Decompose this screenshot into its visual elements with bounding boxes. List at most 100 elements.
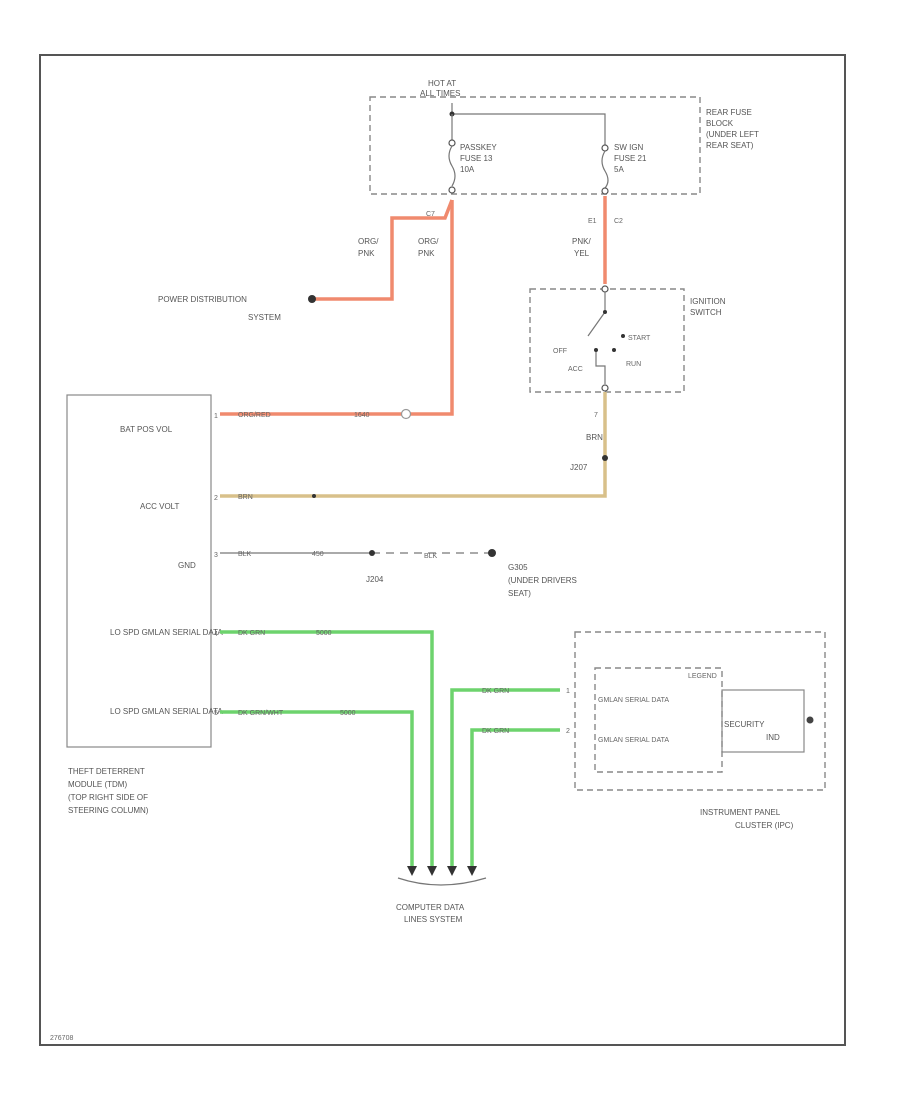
ipc-data-line-1: GMLAN SERIAL DATA bbox=[598, 697, 669, 704]
diagram-code: 276708 bbox=[50, 1035, 73, 1042]
data2-wire-color-label: DK GRN/WHT bbox=[238, 710, 284, 717]
fuse2-element-icon bbox=[601, 150, 609, 189]
ipc-caption-1: INSTRUMENT PANEL bbox=[700, 808, 781, 817]
ipc2-wire-color-label: DK GRN bbox=[482, 728, 509, 735]
data-arrow-1 bbox=[407, 866, 417, 876]
module-pin-data1-label-1: LO SPD GMLAN SERIAL DATA bbox=[110, 628, 223, 637]
theft-deterrent-module-box bbox=[66, 394, 212, 748]
wire-label-org-pnk-right-2: PNK bbox=[418, 249, 435, 258]
data-arrow-4 bbox=[467, 866, 477, 876]
acc-wire-inline-dot bbox=[312, 494, 316, 498]
ignition-start-label: START bbox=[628, 335, 651, 342]
computer-data-label-2: LINES SYSTEM bbox=[404, 915, 463, 924]
rear-fuse-block-label-3: (UNDER LEFT bbox=[706, 130, 759, 139]
splice-j204-dot bbox=[369, 550, 375, 556]
wire-label-brn: BRN bbox=[586, 433, 603, 442]
ignition-off-label: OFF bbox=[553, 348, 567, 355]
gnd-wire-circuit-label: 450 bbox=[312, 551, 324, 558]
ignition-switch-blade-icon bbox=[587, 311, 606, 337]
ipc-pin-2-num: 2 bbox=[566, 728, 570, 735]
ipc-data-line-2: GMLAN SERIAL DATA bbox=[598, 737, 669, 744]
rear-fuse-block-label-1: REAR FUSE bbox=[706, 108, 752, 117]
security-indicator-label-2: IND bbox=[766, 733, 780, 742]
rear-fuse-block-label-4: REAR SEAT) bbox=[706, 141, 754, 150]
wire-dk-grn-data1 bbox=[220, 630, 434, 868]
splice-j207-label: J207 bbox=[570, 463, 588, 472]
fuse1-label-3: 10A bbox=[460, 165, 475, 174]
rear-fuse-block-label-2: BLOCK bbox=[706, 119, 734, 128]
module-pin-bat-pos-label: BAT POS VOL bbox=[120, 425, 173, 434]
ground-location-label-2: SEAT) bbox=[508, 589, 531, 598]
wire-label-org-pnk-left-2: PNK bbox=[358, 249, 375, 258]
ground-location-label-1: (UNDER DRIVERS bbox=[508, 576, 577, 585]
ipc-module-outline bbox=[594, 667, 723, 773]
computer-data-label-1: COMPUTER DATA bbox=[396, 903, 465, 912]
module-pin-data2-label-1: LO SPD GMLAN SERIAL DATA bbox=[110, 707, 223, 716]
bat-wire-inline-connector bbox=[400, 408, 412, 420]
power-distribution-dot bbox=[308, 295, 316, 303]
module-pin-acc-volt-label: ACC VOLT bbox=[140, 502, 180, 511]
fuse1-bottom-terminal bbox=[448, 186, 456, 194]
ignition-switch-label-1: IGNITION bbox=[690, 297, 726, 306]
computer-data-bracket bbox=[397, 877, 487, 886]
hot-at-label-1: HOT AT bbox=[428, 79, 456, 88]
wire-dk-grn-wht-data2 bbox=[220, 710, 414, 868]
ground-g305-dot bbox=[488, 549, 496, 557]
connector-c7-label: C7 bbox=[426, 211, 435, 218]
module-pin-1-num: 1 bbox=[214, 413, 218, 420]
wire-label-pnk-yel-2: YEL bbox=[574, 249, 590, 258]
ignition-run-contact bbox=[612, 348, 616, 352]
module-pin-gnd-label: GND bbox=[178, 561, 196, 570]
acc-wire-color-label: BRN bbox=[238, 494, 253, 501]
ipc1-wire-color-label: DK GRN bbox=[482, 688, 509, 695]
ignition-switch-label-2: SWITCH bbox=[690, 308, 722, 317]
ignition-output-terminal bbox=[601, 384, 609, 392]
rear-fuse-block-outline bbox=[369, 96, 701, 195]
data2-wire-circuit-label: 5000 bbox=[340, 710, 356, 717]
wire-dk-grn-ipc1 bbox=[450, 688, 560, 868]
ignition-start-contact bbox=[621, 334, 625, 338]
module-caption-3: (TOP RIGHT SIDE OF bbox=[68, 793, 148, 802]
fuse2-label-1: SW IGN bbox=[614, 143, 644, 152]
security-indicator-label-1: SECURITY bbox=[724, 720, 765, 729]
splice-j204-label: J204 bbox=[366, 575, 384, 584]
gnd-wire2-color-label: BLK bbox=[424, 553, 438, 560]
data-arrow-3 bbox=[447, 866, 457, 876]
splice-j207-dot bbox=[602, 455, 608, 461]
module-caption-4: STEERING COLUMN) bbox=[68, 806, 149, 815]
ipc-outline bbox=[574, 631, 826, 791]
fuse2-top-terminal bbox=[601, 144, 609, 152]
ipc-caption-2: CLUSTER (IPC) bbox=[735, 821, 794, 830]
module-caption-2: MODULE (TDM) bbox=[68, 780, 127, 789]
ipc-module-label: LEGEND bbox=[688, 673, 717, 680]
wire-org-pnk-bat-pos bbox=[220, 200, 454, 416]
connector-e1-label: E1 bbox=[588, 218, 597, 225]
wire-label-org-pnk-left-1: ORG/ bbox=[358, 237, 379, 246]
power-distribution-label-1: POWER DISTRIBUTION bbox=[158, 295, 247, 304]
fuse2-label-2: FUSE 21 bbox=[614, 154, 647, 163]
fuse-bus-bar bbox=[451, 103, 606, 145]
wire-org-pnk-power-distribution bbox=[312, 199, 454, 301]
gnd-wire-color-label: BLK bbox=[238, 551, 252, 558]
fuse2-label-3: 5A bbox=[614, 165, 624, 174]
security-indicator-box bbox=[721, 689, 805, 753]
hot-at-label-2: ALL TIMES bbox=[420, 89, 460, 98]
module-pin-4-num: 4 bbox=[214, 631, 218, 638]
fuse2-bottom-terminal bbox=[601, 187, 609, 195]
module-pin-2-num: 2 bbox=[214, 495, 218, 502]
data-arrow-2 bbox=[427, 866, 437, 876]
bat-wire-circuit-label: 1640 bbox=[354, 412, 370, 419]
connector-c2-label: C2 bbox=[614, 218, 623, 225]
fuse1-label-1: PASSKEY bbox=[460, 143, 497, 152]
ignition-output-pin-label: 7 bbox=[594, 412, 598, 419]
ignition-acc-contact bbox=[594, 348, 598, 352]
fuse1-element-icon bbox=[448, 145, 456, 187]
wire-label-org-pnk-right-1: ORG/ bbox=[418, 237, 439, 246]
ground-g305-label: G305 bbox=[508, 563, 528, 572]
data1-wire-color-label: DK GRN bbox=[238, 630, 265, 637]
bat-wire-color-label: ORG/RED bbox=[238, 412, 271, 419]
fuse1-label-2: FUSE 13 bbox=[460, 154, 493, 163]
ipc-pin-1-num: 1 bbox=[566, 688, 570, 695]
power-distribution-label-2: SYSTEM bbox=[248, 313, 281, 322]
